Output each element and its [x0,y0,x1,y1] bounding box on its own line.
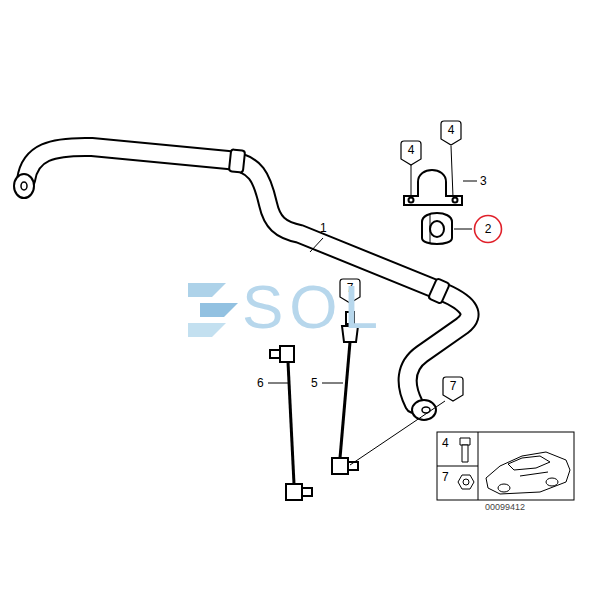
fastener-inset [437,432,574,500]
stabilizer-bar [14,147,470,420]
callout-number: 4 [400,143,422,157]
callout-number: 6 [257,377,264,389]
callout-shape [401,141,421,165]
rubber-bushing [422,213,452,244]
callout-shape [443,377,463,401]
callout-number: 7 [442,471,449,483]
highlight-callout: 2 [473,214,503,244]
callout-tag: 7 [442,376,464,402]
callout-number: 5 [311,377,318,389]
callout-number: 4 [442,437,449,449]
callout-tag: 4 [400,140,422,166]
diagram-code: 00099412 [485,503,525,512]
callout-number: 3 [480,175,487,187]
callout-tag: 4 [440,120,462,146]
watermark: SOL [242,276,384,338]
callout-number: 1 [320,222,327,234]
callout-number: 2 [473,222,503,236]
callout-number: 4 [440,123,462,137]
watermark-icon [188,283,238,337]
bushing-bracket [404,170,462,205]
callout-number: 7 [442,379,464,393]
callout-shape [441,121,461,145]
stabilizer-link [270,346,312,500]
